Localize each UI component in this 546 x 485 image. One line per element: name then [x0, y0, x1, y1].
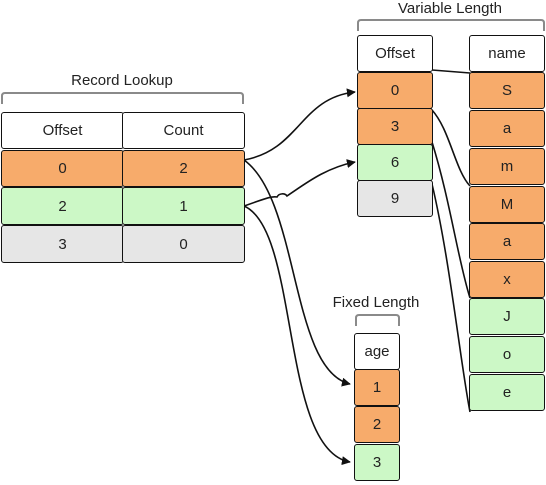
fixed-length-title: Fixed Length	[332, 294, 420, 311]
arrow-row1-to-varoffset2	[243, 159, 356, 207]
fixed-age-header: age	[354, 333, 400, 370]
variable-name-char-5: x	[469, 261, 545, 298]
record-lookup-row1-offset: 2	[1, 187, 124, 225]
arrow-row1-to-age2	[243, 205, 351, 466]
record-lookup-bracket	[1, 92, 244, 104]
variable-offset-1: 3	[357, 108, 433, 145]
variable-name-char-7: o	[469, 336, 545, 373]
variable-name-header: name	[469, 35, 545, 72]
variable-name-char-8: e	[469, 374, 545, 411]
variable-offset-header: Offset	[357, 35, 433, 72]
record-lookup-row0-count: 2	[122, 150, 245, 187]
fixed-length-bracket	[355, 314, 400, 326]
line-varoffset1-to-name3	[431, 109, 471, 187]
fixed-age-0: 1	[354, 369, 400, 406]
variable-name-char-6: J	[469, 298, 545, 335]
line-varoffset0-to-name0	[431, 69, 471, 74]
record-lookup-title: Record Lookup	[71, 72, 173, 89]
variable-name-char-3: M	[469, 186, 545, 223]
arrow-row0-to-varoffset0	[243, 88, 356, 161]
record-lookup-header-offset: Offset	[1, 112, 124, 149]
variable-name-char-1: a	[469, 110, 545, 147]
record-lookup-header-count: Count	[122, 112, 245, 149]
record-lookup-row1-count: 1	[122, 187, 245, 225]
arrow-row0-to-age0	[243, 159, 351, 387]
variable-offset-0: 0	[357, 72, 433, 109]
variable-offset-2: 6	[357, 144, 433, 181]
fixed-age-1: 2	[354, 406, 400, 443]
line-varoffset2-to-name6	[431, 141, 471, 299]
variable-offset-3: 9	[357, 180, 433, 217]
record-lookup-row0-offset: 0	[1, 150, 124, 187]
variable-length-title: Variable Length	[398, 0, 502, 17]
variable-name-char-0: S	[469, 72, 545, 109]
variable-length-bracket	[357, 19, 545, 31]
record-lookup-row2-count: 0	[122, 225, 245, 263]
record-lookup-row2-offset: 3	[1, 225, 124, 263]
line-varoffset3-to-end	[431, 183, 471, 413]
variable-name-char-2: m	[469, 148, 545, 185]
variable-name-char-4: a	[469, 223, 545, 260]
fixed-age-2: 3	[354, 444, 400, 481]
